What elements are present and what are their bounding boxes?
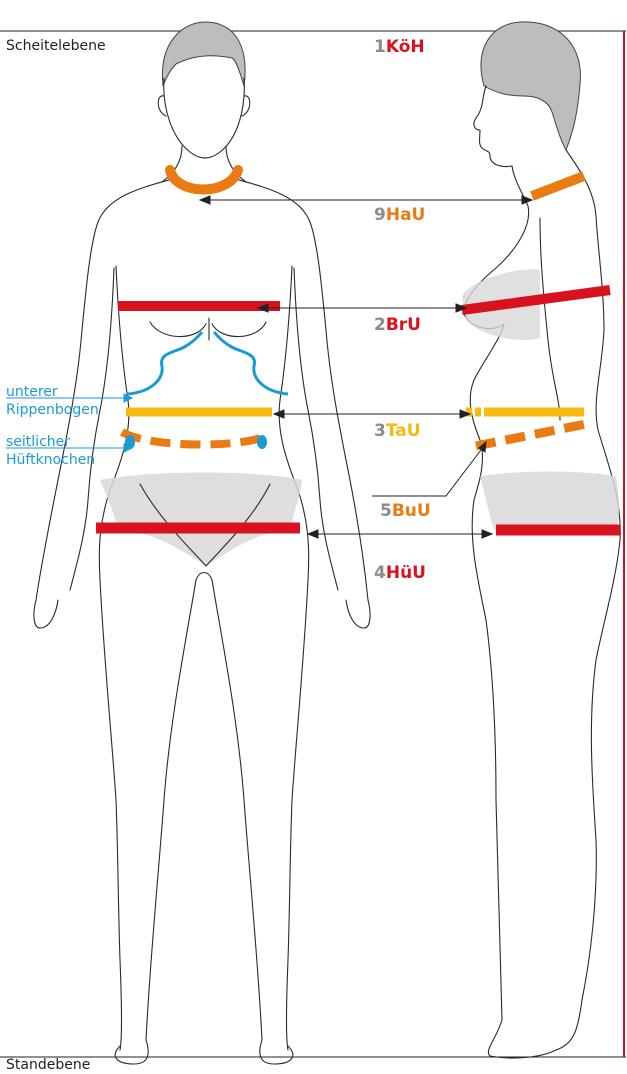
front-right-inner-arm [294, 268, 338, 590]
arrow-huu-head-left [308, 530, 318, 538]
front-face [164, 78, 245, 158]
front-neck-band [170, 170, 238, 190]
rib-arch [128, 332, 288, 394]
front-belly-band [122, 432, 266, 445]
side-arm [540, 218, 560, 420]
leader-buu [372, 446, 484, 496]
label-bru-number: 2 [374, 315, 386, 335]
label-hau-number: 9 [374, 205, 386, 225]
label-bru: 2BrU [374, 315, 421, 335]
label-huu-code: HüU [386, 563, 426, 583]
front-left-inner-arm [70, 268, 114, 590]
bottom-plane-label: Standebene [6, 1057, 90, 1070]
label-tau-code: TaU [386, 421, 421, 441]
side-neck-band [532, 176, 584, 196]
label-koh: 1KöH [374, 37, 425, 57]
front-torso-right [279, 266, 309, 1050]
rib-label-line1: unterer [6, 384, 58, 400]
side-back-contour [556, 150, 620, 1050]
label-hau-code: HaU [386, 205, 426, 225]
label-koh-code: KöH [386, 37, 425, 57]
side-underwear [480, 472, 619, 534]
front-breast-left [150, 322, 206, 337]
front-right-foot [260, 1040, 293, 1064]
label-koh-number: 1 [374, 37, 386, 57]
side-belly-band [476, 424, 586, 446]
label-buu: 5BuU [380, 501, 431, 521]
front-left-foot [115, 1040, 148, 1064]
front-inner-legs [146, 573, 262, 1041]
front-right-shoulder-arm [232, 178, 370, 628]
front-torso-left [99, 266, 129, 1050]
front-breast-right [212, 322, 266, 337]
label-huu: 4HüU [374, 563, 426, 583]
front-figure [34, 22, 370, 1064]
side-figure [462, 22, 620, 1058]
hip-label-line2: Hüftknochen [6, 452, 95, 468]
label-buu-number: 5 [380, 501, 392, 521]
label-huu-number: 4 [374, 563, 386, 583]
front-underwear [100, 473, 302, 567]
hip-bone-right [257, 435, 267, 449]
label-tau-number: 3 [374, 421, 386, 441]
label-tau: 3TaU [374, 421, 421, 441]
rib-label-line2: Rippenbogen [6, 402, 99, 418]
label-hau: 9HaU [374, 205, 425, 225]
hip-label-line1: seitlicher [6, 434, 70, 450]
arrow-huu-head-right [482, 530, 492, 538]
side-face [474, 86, 512, 167]
top-plane-label: Scheitelebene [6, 38, 106, 54]
arrow-hau-head-left [200, 196, 210, 204]
front-hair [162, 22, 245, 86]
label-buu-code: BuU [392, 501, 431, 521]
label-bru-code: BrU [386, 315, 421, 335]
side-hair [481, 22, 580, 150]
